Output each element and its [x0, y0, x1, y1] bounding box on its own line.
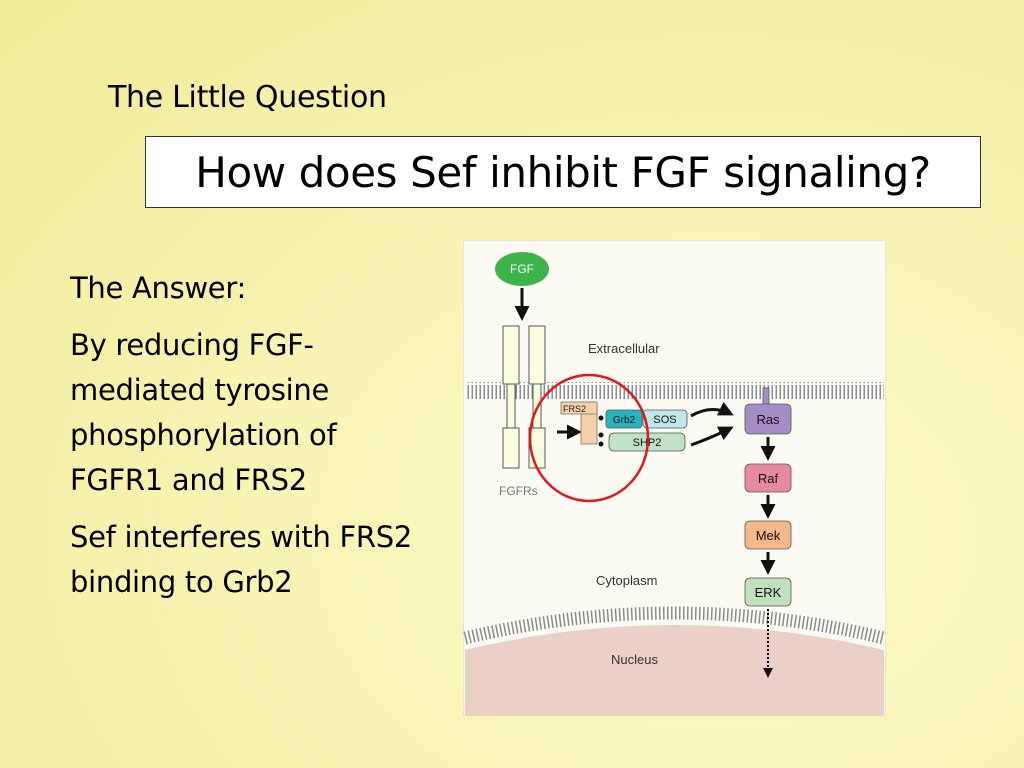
- cytoplasm-label: Cytoplasm: [596, 573, 657, 588]
- answer-block: The Answer: By reducing FGF-mediated tyr…: [70, 266, 420, 617]
- sos-label: SOS: [653, 414, 676, 426]
- answer-point-2: Sef interferes with FRS2 binding to Grb2: [70, 520, 412, 599]
- shp2-to-ras-arrow: [690, 426, 734, 447]
- sos-to-ras-arrow: [690, 401, 734, 418]
- highlight-circle: [528, 373, 650, 503]
- nucleus-label: Nucleus: [611, 652, 658, 667]
- frs2-protein: [560, 401, 598, 445]
- fgf-ligand: [495, 252, 549, 286]
- fgfrs-label: FGFRs: [499, 484, 538, 498]
- raf-label: Raf: [758, 471, 779, 486]
- answer-point-1: By reducing FGF-mediated tyrosine phosph…: [70, 328, 337, 497]
- ras-protein: [744, 403, 792, 435]
- extracellular-label: Extracellular: [588, 341, 660, 356]
- plasma-membrane: [465, 382, 884, 399]
- frs2-phospho-dot-2: [598, 432, 604, 438]
- erk-label: ERK: [755, 585, 782, 600]
- grb2-protein: [605, 409, 643, 429]
- question-text: How does Sef inhibit FGF signaling?: [195, 147, 931, 197]
- slide-title: The Little Question: [108, 80, 387, 115]
- frs2-phospho-dot-3: [598, 441, 604, 447]
- frs2-phospho-dot-1: [598, 415, 604, 421]
- fgf-receptor-left: [502, 325, 520, 469]
- question-box: How does Sef inhibit FGF signaling?: [145, 136, 981, 208]
- ras-label: Ras: [756, 412, 780, 427]
- fgf-label: FGF: [510, 262, 534, 276]
- signaling-pathway-diagram: FGF FGFRs Extracellular Cytoplasm Nucleu…: [463, 240, 886, 716]
- frs2-label: FRS2: [563, 404, 586, 414]
- grb2-label: Grb2: [613, 415, 636, 426]
- erk-protein: [744, 577, 792, 607]
- mek-protein: [744, 520, 792, 550]
- nucleus-region: [465, 625, 884, 716]
- sos-protein: [642, 409, 688, 429]
- mek-label: Mek: [756, 528, 781, 543]
- answer-heading: The Answer:: [70, 271, 246, 305]
- nuclear-envelope: [463, 606, 886, 645]
- ras-membrane-anchor: [762, 387, 770, 405]
- raf-protein: [744, 463, 792, 493]
